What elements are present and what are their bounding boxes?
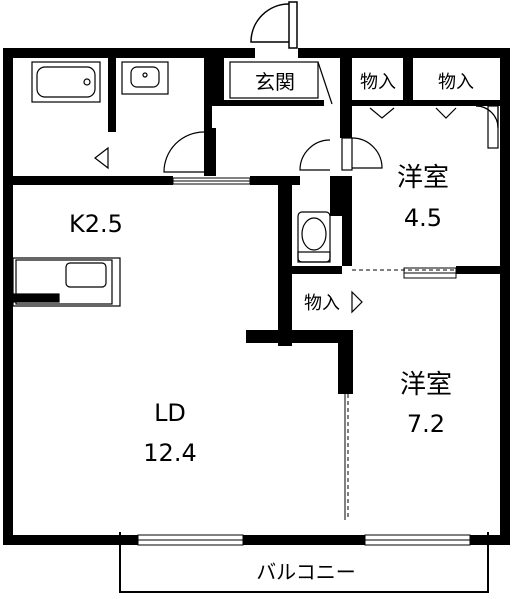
western-room-lower-name: 洋室 (400, 370, 452, 400)
balcony (119, 532, 489, 593)
western-room-lower-size: 7.2 (407, 410, 445, 438)
western-room-upper-name: 洋室 (397, 163, 449, 193)
exterior-walls (3, 48, 510, 545)
western-room-upper-size: 4.5 (404, 204, 442, 232)
interior-walls (13, 58, 500, 394)
sliding-doors (172, 177, 457, 520)
balcony-windows (137, 534, 471, 546)
storage-middle-label: 物入 (304, 293, 340, 314)
storage-top-left-label: 物入 (360, 72, 396, 93)
washbasin (121, 61, 169, 95)
living-dining-size: 12.4 (143, 439, 196, 467)
entrance-label: 玄関 (255, 70, 295, 94)
entrance-box (229, 61, 333, 105)
kitchen-counter (12, 257, 121, 307)
kitchen-label: K2.5 (69, 210, 123, 238)
entrance-door (250, 1, 298, 49)
doors (94, 105, 499, 314)
storage-top-right-label: 物入 (438, 72, 474, 93)
balcony-label: バルコニー (256, 560, 356, 584)
living-dining-name: LD (154, 399, 186, 427)
bathtub (31, 61, 101, 103)
toilet (297, 211, 331, 263)
